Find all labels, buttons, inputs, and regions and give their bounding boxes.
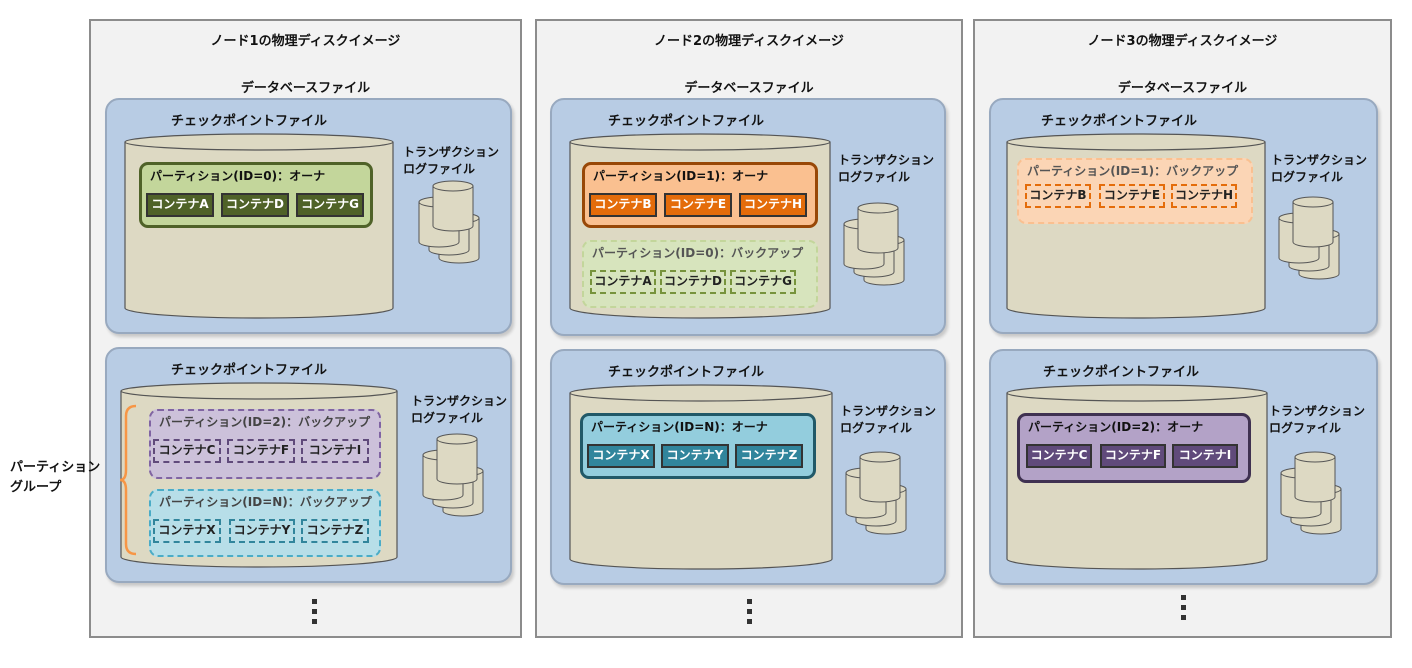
more-ellipsis-icon [747,599,753,629]
more-ellipsis-icon [1181,595,1187,625]
partition-label: パーティション(ID=2)：バックアップ [159,415,371,429]
transaction-log-label: トランザクション ログファイル [1269,404,1366,435]
container-h: コンテナH [739,193,807,217]
container-a: コンテナA [590,270,656,294]
transaction-log-stack-icon [422,433,484,517]
checkpoint-file-title: チェックポイントファイル [1043,365,1200,380]
partition-idN-backup: パーティション(ID=N)：バックアップ コンテナX コンテナY コンテナZ [149,489,381,557]
container-e: コンテナE [1099,184,1165,208]
container-z: コンテナZ [735,444,803,468]
partition-label: パーティション(ID=2)：オーナ [1028,420,1204,434]
partition-id0-backup: パーティション(ID=0)：バックアップ コンテナA コンテナD コンテナG [582,240,818,308]
container-g: コンテナG [296,193,364,217]
checkpoint-file-title: チェックポイントファイル [608,365,765,380]
partition-group-label: パーティション グループ [10,460,101,495]
container-z: コンテナZ [301,519,369,543]
partition-group-bracket-icon [119,404,137,556]
checkpoint-file-title: チェックポイントファイル [171,363,328,378]
transaction-log-stack-icon [843,202,905,286]
container-a: コンテナA [146,193,214,217]
partition-id1-owner: パーティション(ID=1)：オーナ コンテナB コンテナE コンテナH [582,162,818,228]
container-f: コンテナF [1100,444,1166,468]
container-e: コンテナE [664,193,732,217]
node-title: ノード1の物理ディスクイメージ [210,34,401,49]
partition-label: パーティション(ID=N)：オーナ [591,420,768,434]
node-title: ノード2の物理ディスクイメージ [654,34,844,49]
container-y: コンテナY [229,519,295,543]
transaction-log-label: トランザクション ログファイル [403,145,500,176]
checkpoint-file-title: チェックポイントファイル [1041,114,1198,129]
partition-id0-owner: パーティション(ID=0)：オーナ コンテナA コンテナD コンテナG [139,162,373,228]
container-b: コンテナB [589,193,657,217]
transaction-log-label: トランザクション ログファイル [838,153,935,184]
checkpoint-file-panel: チェックポイントファイル トランザクション ログファイル パーティション(ID=… [550,349,946,585]
node-3-panel: ノード3の物理ディスクイメージ データベースファイル チェックポイントファイル … [973,19,1392,638]
node-1-panel: ノード1の物理ディスクイメージ データベースファイル チェックポイントファイル … [89,19,522,638]
checkpoint-file-panel: チェックポイントファイル トランザクション ログファイル パーティション(ID=… [550,98,946,336]
more-ellipsis-icon [312,599,318,629]
container-i: コンテナI [301,439,369,463]
partition-label: パーティション(ID=0)：オーナ [150,169,326,183]
database-file-label: データベースファイル [240,81,371,96]
checkpoint-file-title: チェックポイントファイル [608,114,765,129]
transaction-log-stack-icon [418,180,480,264]
partition-label: パーティション(ID=1)：オーナ [593,169,769,183]
container-c: コンテナC [153,439,221,463]
container-y: コンテナY [661,444,729,468]
transaction-log-label: トランザクション ログファイル [840,404,937,435]
checkpoint-file-panel: チェックポイントファイル トランザクション ログファイル パーティション(ID=… [989,349,1378,585]
checkpoint-file-panel: チェックポイントファイル トランザクション ログファイル パーティション(ID=… [105,98,512,334]
partition-id2-owner: パーティション(ID=2)：オーナ コンテナC コンテナF コンテナI [1017,413,1251,483]
partition-label: パーティション(ID=1)：バックアップ [1027,164,1239,178]
transaction-log-label: トランザクション ログファイル [1271,153,1368,184]
container-c: コンテナC [1026,444,1092,468]
container-d: コンテナD [660,270,726,294]
checkpoint-file-panel: チェックポイントファイル トランザクション ログファイル パーティション(ID=… [105,347,512,583]
partition-idN-owner: パーティション(ID=N)：オーナ コンテナX コンテナY コンテナZ [580,413,816,479]
node-2-panel: ノード2の物理ディスクイメージ データベースファイル チェックポイントファイル … [535,19,963,638]
database-file-label: データベースファイル [1117,81,1248,96]
partition-label: パーティション(ID=0)：バックアップ [592,246,804,260]
node-title: ノード3の物理ディスクイメージ [1087,34,1278,49]
container-h: コンテナH [1171,184,1237,208]
container-f: コンテナF [227,439,295,463]
transaction-log-stack-icon [1278,196,1340,280]
partition-label: パーティション(ID=N)：バックアップ [159,495,372,509]
container-g: コンテナG [730,270,796,294]
partition-id1-backup: パーティション(ID=1)：バックアップ コンテナB コンテナE コンテナH [1017,158,1253,224]
checkpoint-file-title: チェックポイントファイル [171,114,328,129]
container-x: コンテナX [587,444,655,468]
transaction-log-label: トランザクション ログファイル [411,394,508,425]
container-x: コンテナX [153,519,221,543]
container-d: コンテナD [221,193,289,217]
transaction-log-stack-icon [1280,451,1342,535]
partition-id2-backup: パーティション(ID=2)：バックアップ コンテナC コンテナF コンテナI [149,409,381,479]
container-i: コンテナI [1172,444,1238,468]
container-b: コンテナB [1025,184,1091,208]
transaction-log-stack-icon [845,451,907,535]
checkpoint-file-panel: チェックポイントファイル トランザクション ログファイル パーティション(ID=… [989,98,1378,334]
database-file-label: データベースファイル [684,81,814,96]
